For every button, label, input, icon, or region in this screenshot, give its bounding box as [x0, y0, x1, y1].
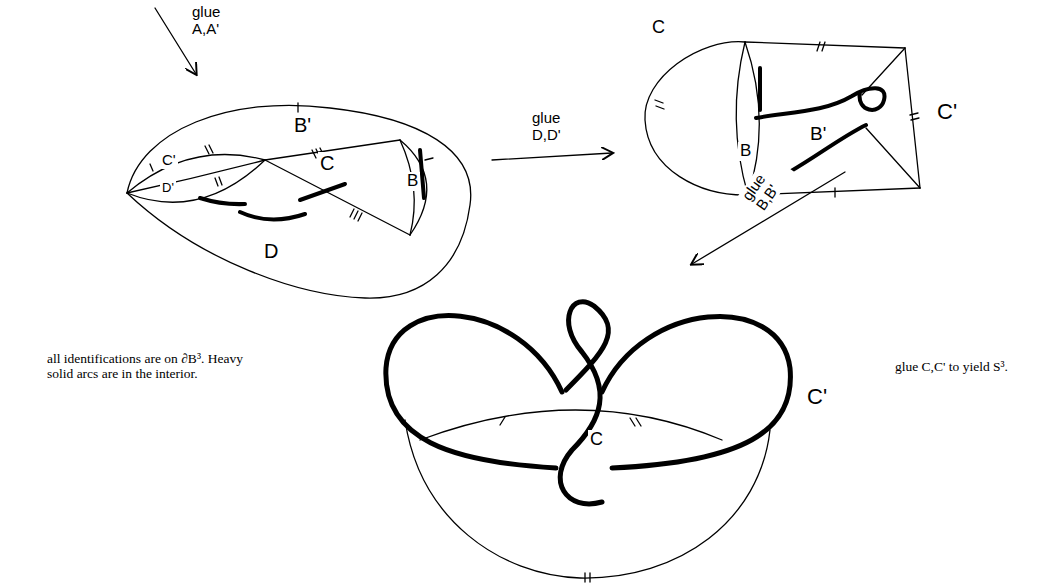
face-label: B [405, 172, 420, 191]
face-label: C' [935, 100, 959, 124]
face-label: C [318, 152, 336, 174]
face-label: D' [160, 181, 176, 195]
face-label: C [588, 430, 605, 450]
face-label: C [650, 18, 667, 38]
note-text: glue C,C' to yield S³. [893, 360, 1022, 375]
arrow-label: glue D,D' [530, 110, 582, 143]
face-label: C' [160, 152, 178, 169]
face-label: C' [805, 385, 829, 409]
arrow-label: glue A,A' [190, 4, 238, 37]
note-text: all identifications are on ∂B³. Heavy so… [45, 352, 249, 382]
face-label: B [738, 142, 753, 161]
face-label: B' [292, 114, 313, 136]
arrow-label: glue B,B' [738, 153, 795, 215]
face-label: B' [808, 124, 828, 145]
face-label: D [262, 240, 280, 262]
